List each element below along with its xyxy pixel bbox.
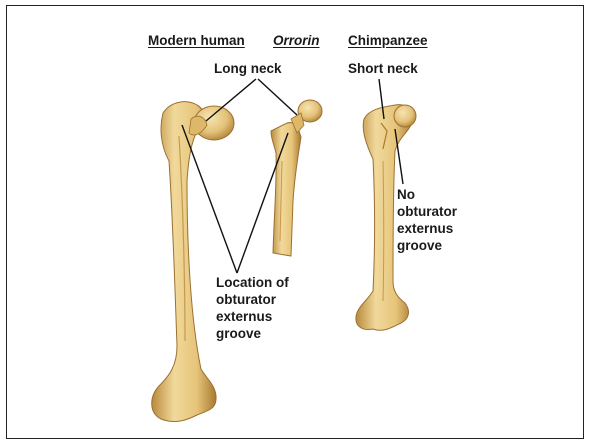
modern-human-femur — [152, 102, 234, 422]
groove-location-line-3: externus — [216, 308, 289, 325]
groove-leader-human — [182, 125, 237, 273]
long-neck-leader-orrorin — [258, 79, 297, 115]
groove-location-label: Location of obturator externus groove — [216, 274, 289, 342]
groove-location-line-4: groove — [216, 325, 289, 342]
chimpanzee-femur-head — [394, 105, 416, 127]
no-groove-line-1: No — [397, 186, 457, 203]
figure-frame — [6, 5, 584, 439]
header-modern-human: Modern human — [148, 32, 245, 49]
femur-comparison-figure — [7, 6, 585, 440]
long-neck-label: Long neck — [214, 60, 282, 77]
short-neck-label: Short neck — [348, 60, 418, 77]
no-groove-line-3: externus — [397, 220, 457, 237]
orrorin-femur — [271, 100, 322, 256]
no-groove-label: No obturator externus groove — [397, 186, 457, 254]
groove-location-line-1: Location of — [216, 274, 289, 291]
header-orrorin: Orrorin — [273, 32, 320, 49]
groove-location-line-2: obturator — [216, 291, 289, 308]
header-chimpanzee: Chimpanzee — [348, 32, 428, 49]
no-groove-line-2: obturator — [397, 203, 457, 220]
no-groove-line-4: groove — [397, 237, 457, 254]
